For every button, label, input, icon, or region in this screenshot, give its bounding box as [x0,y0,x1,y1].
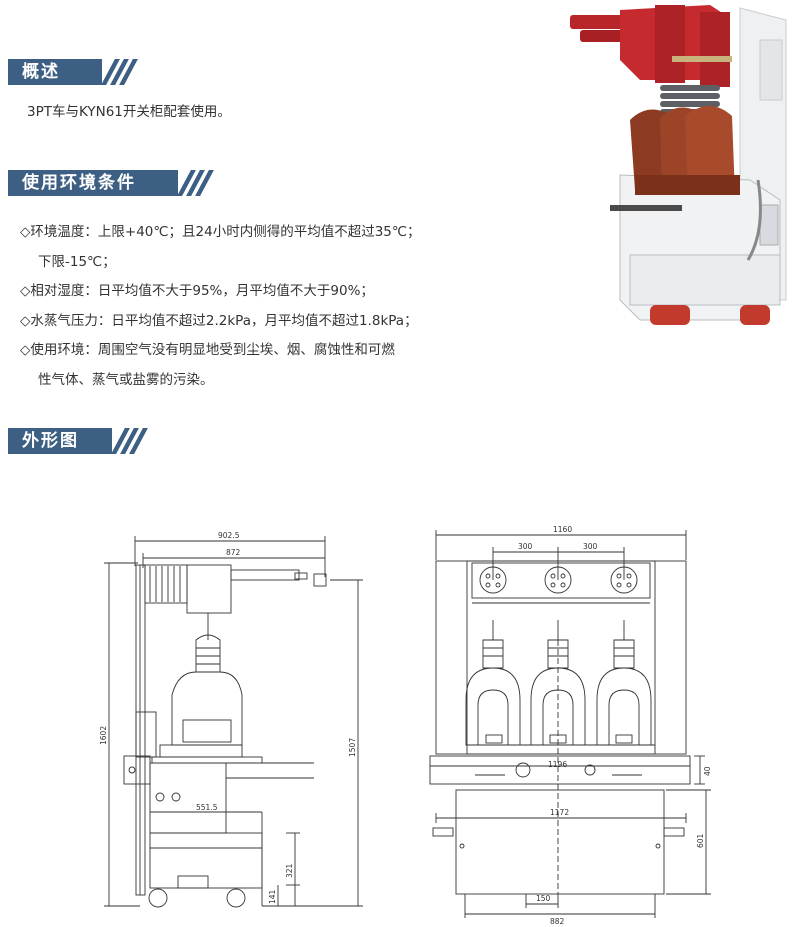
list-item: ◇水蒸气压力：日平均值不超过2.2kPa，月平均值不超过1.8kPa； [20,312,418,329]
dim-label: 551.5 [196,803,218,812]
dim-label: 1196 [548,760,567,769]
dim-label: 882 [550,917,565,926]
dim-label: 300 [518,542,533,551]
dim-label: 872 [226,548,241,557]
section-title-outline: 外形图 [8,428,148,454]
section-title-overview: 概述 [8,59,138,85]
list-item: ◇相对湿度：日平均值不大于95%，月平均值不大于90%； [20,283,374,299]
dim-label: 1507 [348,738,357,757]
title-decoration [177,170,214,196]
overview-paragraph: 3PT车与KYN61开关柜配套使用。 [27,104,231,120]
dim-label: 141 [268,889,277,904]
outline-drawing: 902.5 872 551.5 1160 300 300 1196 1172 1… [99,525,712,926]
product-photo [560,0,809,335]
section-title-text: 外形图 [22,431,79,451]
title-decoration [111,428,148,454]
dim-label: 1160 [553,525,572,534]
dim-label: 150 [536,894,551,903]
overview-text: 3PT车与KYN61开关柜配套使用。 [27,100,231,124]
dim-label: 1602 [99,726,108,745]
section-title-environment: 使用环境条件 [8,170,214,196]
dim-label: 40 [703,766,712,776]
dim-label: 1172 [550,808,569,817]
dim-label: 601 [696,833,705,848]
title-decoration [101,59,138,85]
list-item: 下限-15℃； [38,253,116,270]
list-item: ◇环境温度：上限+40℃；且24小时内侧得的平均值不超过35℃； [20,224,421,240]
dim-label: 300 [583,542,598,551]
dim-label: 902.5 [218,531,240,540]
dim-label: 321 [285,863,294,878]
list-item: ◇使用环境：周围空气没有明显地受到尘埃、烟、腐蚀性和可燃 [20,342,395,358]
section-title-text: 概述 [22,62,60,82]
section-title-text: 使用环境条件 [22,173,136,193]
environment-list: ◇环境温度：上限+40℃；且24小时内侧得的平均值不超过35℃； 下限-15℃；… [20,218,421,395]
list-item: 性气体、蒸气或盐雾的污染。 [38,371,214,388]
